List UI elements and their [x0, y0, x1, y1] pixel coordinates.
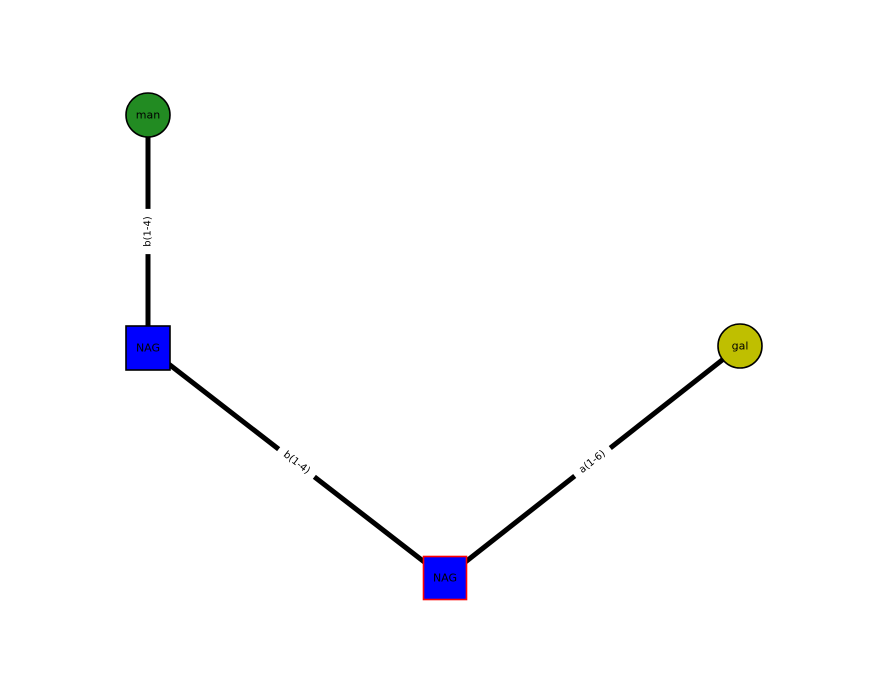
node-nag2: NAG [422, 555, 468, 601]
edge-label-text: b(1-4) [143, 216, 154, 247]
square-node-nag1 [125, 325, 171, 371]
node-label-man: man [136, 109, 160, 122]
circle-node-man [125, 92, 171, 138]
node-label-nag1: NAG [136, 342, 160, 355]
edge-label-nag1-nag2: b(1-4) [274, 443, 319, 483]
circle-node-gal [717, 323, 763, 369]
edge-label-bg [570, 442, 615, 482]
node-gal: gal [717, 323, 763, 369]
edge-label-man-nag1: b(1-4) [140, 208, 156, 255]
edge-label-bg [140, 208, 156, 255]
node-nag1: NAG [125, 325, 171, 371]
node-label-gal: gal [732, 340, 749, 353]
edge-label-nag2-gal: a(1-6) [570, 442, 615, 482]
node-label-nag2: NAG [433, 572, 457, 585]
square-node-nag2 [422, 555, 468, 601]
edge-label-bg [274, 443, 319, 483]
node-man: man [125, 92, 171, 138]
